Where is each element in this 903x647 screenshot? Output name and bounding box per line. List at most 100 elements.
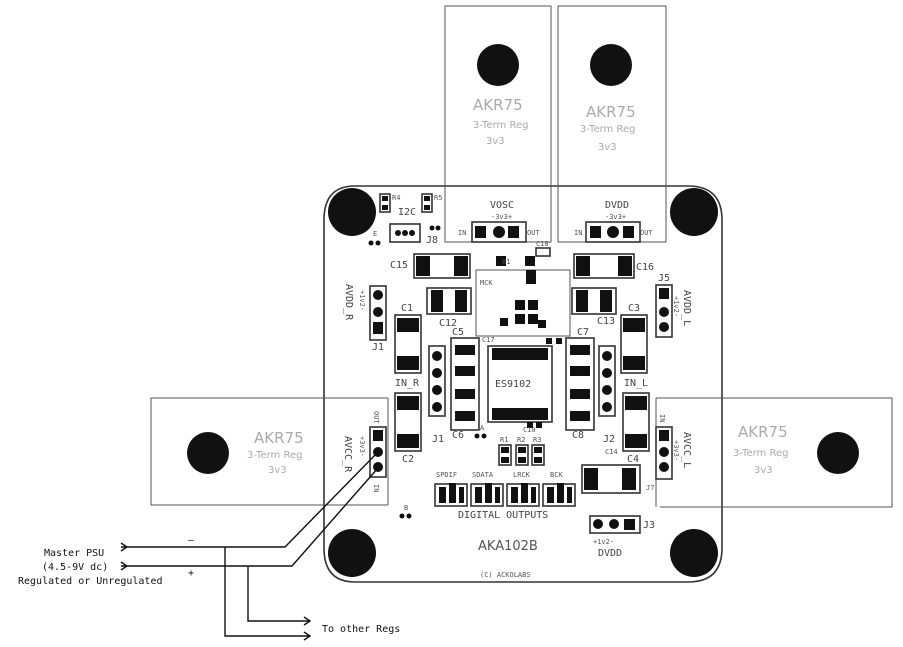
chip-pins-bottom [492,408,548,420]
via [429,225,435,231]
pad [528,314,538,324]
pad [526,270,536,284]
mounting-hole-reg-tr [590,44,632,86]
label-vosc: VOSC [490,200,514,211]
pad [439,487,446,503]
mounting-hole-tl [328,188,376,236]
mounting-hole-bl [328,529,376,577]
label-sdata: SDATA [472,471,494,479]
pad [454,256,468,276]
pad [424,205,430,210]
label-c5: C5 [452,327,464,338]
pad [625,434,647,448]
pad [449,483,456,503]
header-avcc-r [369,426,387,478]
label-j5: J5 [658,273,670,284]
label-c4: C4 [627,454,639,465]
pin [508,226,519,238]
label-e: E [373,230,377,238]
pin [402,230,408,236]
pin [475,226,486,238]
pin [432,385,442,395]
regulator-board-left [150,397,388,506]
label-to-other-regs: To other Regs [322,624,400,635]
via [435,225,441,231]
wire-branch-outer [224,547,310,637]
label-j1: J1 [372,342,384,353]
pad [515,314,525,324]
resistor-r1 [498,444,512,466]
header-j3 [589,515,641,534]
pad [527,422,533,428]
via [406,513,412,519]
via [375,240,381,246]
pad [538,320,546,328]
mounting-hole-tr [670,188,718,236]
label-c17: C17 [482,336,495,344]
regulator-board-right [656,397,893,508]
label-j1-lower: J1 [432,434,444,445]
pin [395,230,401,236]
resistor-r4 [379,193,391,213]
board-name: AKA102B [478,539,538,554]
label-dvdd-rail: -3v3+ [605,213,626,221]
pad [567,487,572,503]
pin [493,226,505,238]
label-j7: J7 [646,484,654,492]
pin [659,430,669,441]
pad [496,256,506,266]
pad [570,389,590,399]
reg-subtitle-tl: 3-Term Reg [473,120,528,131]
pin [659,462,669,472]
label-dvdd: DVDD [605,200,629,211]
pad [570,366,590,376]
header-dvdd [585,221,641,243]
pad [424,196,430,201]
pad [382,196,388,201]
pad [431,290,443,312]
label-in: IN [574,229,582,237]
reg-title-l: AKR75 [254,429,304,447]
cap-c5 [450,337,480,431]
label-avdd-r-rail: +1v2- [358,290,366,311]
wire-branch-inner [247,566,310,622]
pin [623,226,634,238]
label-r5: R5 [434,194,442,202]
header-j1-top [369,285,387,341]
header-in-r [428,345,446,417]
cap-c13 [571,287,617,315]
label-c7: C7 [577,327,589,338]
label-in: IN [372,484,380,492]
label-lrck: LRCK [513,471,531,479]
pad [536,422,542,428]
pad [547,487,554,503]
pad [501,447,509,453]
label-avdd-r: AVDD_R [343,284,354,321]
label-mck: MCK [480,279,493,287]
pad [623,318,645,332]
label-out: OUT [640,229,653,237]
reg-title-tr: AKR75 [586,103,636,121]
pad [576,256,590,276]
pin [590,226,601,238]
reg-title-tl: AKR75 [473,96,523,114]
pad [382,205,388,210]
pad [475,487,482,503]
pad [584,468,598,490]
pin [659,307,669,317]
label-in: IN [658,414,666,422]
pin [602,385,612,395]
pad [397,396,419,410]
pin [659,288,669,299]
label-c14: C14 [605,448,618,456]
label-avdd-l-rail: +1v2- [672,296,680,317]
header-vosc [471,221,527,243]
chip-body [490,362,550,406]
cap-c18 [535,247,551,257]
label-digital-outputs: DIGITAL OUTPUTS [458,510,548,521]
reg-voltage-tl: 3v3 [486,136,505,147]
resistor-r2 [515,444,529,466]
label-r4: R4 [392,194,400,202]
label-in-l: IN_L [624,378,648,389]
pin [432,402,442,412]
